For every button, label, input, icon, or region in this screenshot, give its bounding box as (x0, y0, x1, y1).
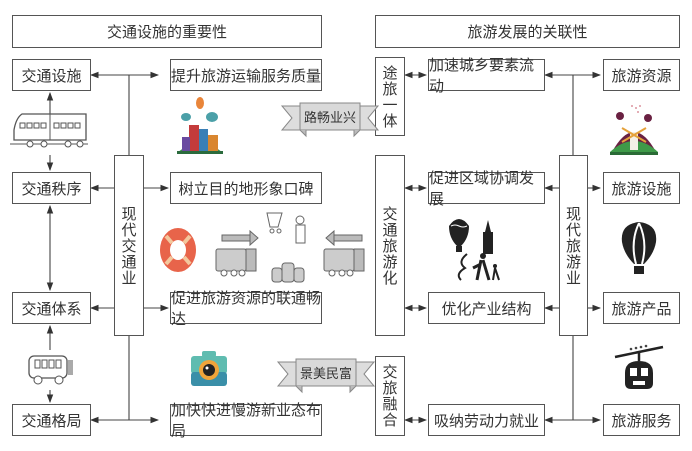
box-transport-facilities: 交通设施 (12, 59, 91, 91)
right-panel-header: 旅游发展的关联性 (375, 15, 680, 48)
lifebuoy-icon (160, 228, 196, 272)
ribbon-text-road: 路畅业兴 (303, 111, 356, 126)
train-icon (10, 113, 88, 148)
box-employment: 吸纳劳动力就业 (428, 404, 545, 436)
transport-tourism-fusion: 交旅融合 (375, 356, 405, 436)
box-tourism-facilities: 旅游设施 (603, 172, 680, 204)
box-transport-system: 交通体系 (12, 292, 91, 324)
city-icon (177, 97, 223, 154)
cable-car-icon (614, 344, 664, 389)
windmill-landscape-icon (610, 105, 658, 155)
box-transport-order: 交通秩序 (12, 172, 91, 204)
box-improve-transport-service: 提升旅游运输服务质量 (170, 59, 322, 91)
box-tourism-resources: 旅游资源 (603, 59, 680, 91)
modern-tourism-industry: 现代旅游业 (559, 155, 588, 336)
box-resource-connectivity: 促进旅游资源的联通畅达 (170, 289, 322, 328)
box-industrial-structure: 优化产业结构 (428, 292, 545, 324)
hot-air-balloon-icon (621, 222, 657, 274)
camera-icon (191, 351, 227, 386)
left-panel-header: 交通设施的重要性 (12, 15, 322, 48)
box-new-business-layout: 加快快进慢游新业态布局 (170, 401, 322, 440)
box-regional-coordination: 促进区域协调发展 (428, 169, 545, 208)
box-destination-image: 树立目的地形象口碑 (170, 172, 322, 204)
ribbon-road-prosperity (280, 102, 380, 138)
box-tourism-services: 旅游服务 (603, 404, 680, 436)
ribbon-text-scenery: 景美民富 (299, 367, 352, 382)
tourism-pictogram-icon (449, 219, 500, 281)
box-transport-pattern: 交通格局 (12, 404, 91, 436)
modern-transport-industry: 现代交通业 (114, 155, 144, 336)
box-urban-rural-flow: 加速城乡要素流动 (428, 56, 545, 95)
ribbon-scenery-wealth (276, 358, 376, 394)
bus-icon (28, 355, 73, 385)
journey-travel-integration: 途旅一体 (375, 57, 405, 136)
transport-tourismization: 交通旅游化 (375, 155, 405, 336)
logistics-icon (215, 212, 365, 283)
box-tourism-products: 旅游产品 (603, 292, 680, 324)
